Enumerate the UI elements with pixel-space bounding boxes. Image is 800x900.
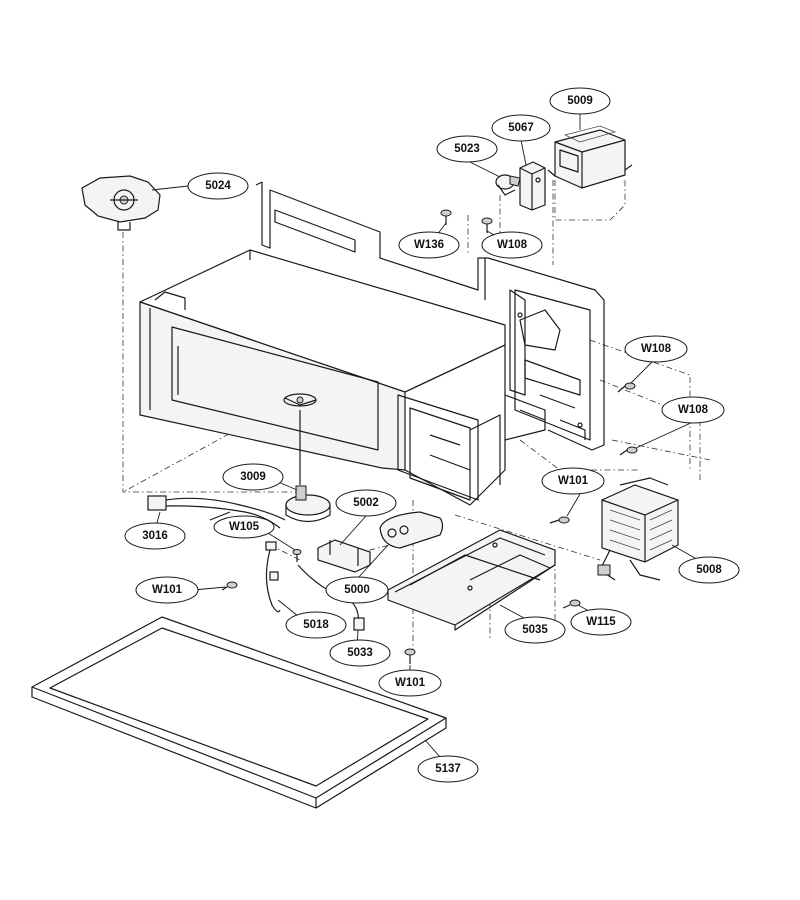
glass-tray [31,616,447,809]
waveguide-panel [509,289,591,441]
callout-label-5002: 5002 [353,497,379,509]
callout-label-w108-top: W108 [497,239,528,251]
thermostat [495,174,521,196]
callout-w108-right: W108 [661,396,725,424]
callout-5000: 5000 [325,576,389,604]
callout-label-w101-left: W101 [152,584,183,596]
callout-5008: 5008 [678,556,740,584]
thermal-cutout [265,541,281,613]
callout-5002: 5002 [335,489,397,517]
callout-label-5000: 5000 [344,584,370,596]
callout-label-5035: 5035 [522,624,548,636]
callout-5009: 5009 [549,87,611,115]
callout-label-w108-right: W108 [678,404,709,416]
stirrer-motor [285,410,331,523]
callout-5018: 5018 [285,611,347,639]
callout-5024: 5024 [187,172,249,200]
callout-label-5033: 5033 [347,647,373,659]
fuse-holder [519,161,546,211]
callout-label-5067: 5067 [508,122,534,134]
callout-label-3009: 3009 [240,471,266,483]
callout-5137: 5137 [417,755,479,783]
screw-w101-right [549,516,570,524]
callout-label-5023: 5023 [454,143,480,155]
callout-label-w108-mid: W108 [641,343,672,355]
callout-label-5009: 5009 [567,95,593,107]
hv-transformer [597,477,679,581]
screw-w105 [292,549,302,562]
callout-3009: 3009 [222,463,284,491]
leader-lines [151,114,710,767]
callout-5023: 5023 [436,135,498,163]
screw-w108-right [619,446,638,456]
callout-label-5024: 5024 [205,180,231,192]
oven-cavity [139,181,605,506]
screw-w101-bottom [404,648,416,664]
callout-label-w105: W105 [229,521,260,533]
capacitor-bracket [317,539,371,573]
screw-w136 [440,209,452,225]
callout-5067: 5067 [491,114,551,142]
callout-label-w115: W115 [586,616,616,628]
callout-w136: W136 [398,231,460,259]
callout-5035: 5035 [504,616,566,644]
callout-w105: W105 [213,515,275,539]
magnetron [547,125,633,221]
callout-w108-top: W108 [481,231,543,259]
callout-label-5008: 5008 [696,564,722,576]
callout-label-w136: W136 [414,239,444,251]
callout-5033: 5033 [329,639,391,667]
callout-label-5018: 5018 [303,619,329,631]
screw-w108-top [481,217,493,233]
screw-w101-left [221,581,238,591]
callout-label-5137: 5137 [435,763,461,775]
callout-w115: W115 [570,608,632,636]
callout-3016: 3016 [124,522,186,550]
hv-capacitor [379,511,444,549]
callout-label-3016: 3016 [142,530,168,542]
screw-w108-mid [617,382,636,393]
callout-w108-mid: W108 [624,335,688,363]
callout-w101-right: W101 [541,467,605,495]
base-plate [387,529,556,631]
screw-w115 [562,599,581,609]
stirrer-blade [81,175,161,231]
callout-label-w101-bottom: W101 [395,677,426,689]
callout-label-w101-right: W101 [558,475,589,487]
callout-w101-bottom: W101 [378,669,442,697]
screws [221,209,638,664]
callout-w101-left: W101 [135,576,199,604]
